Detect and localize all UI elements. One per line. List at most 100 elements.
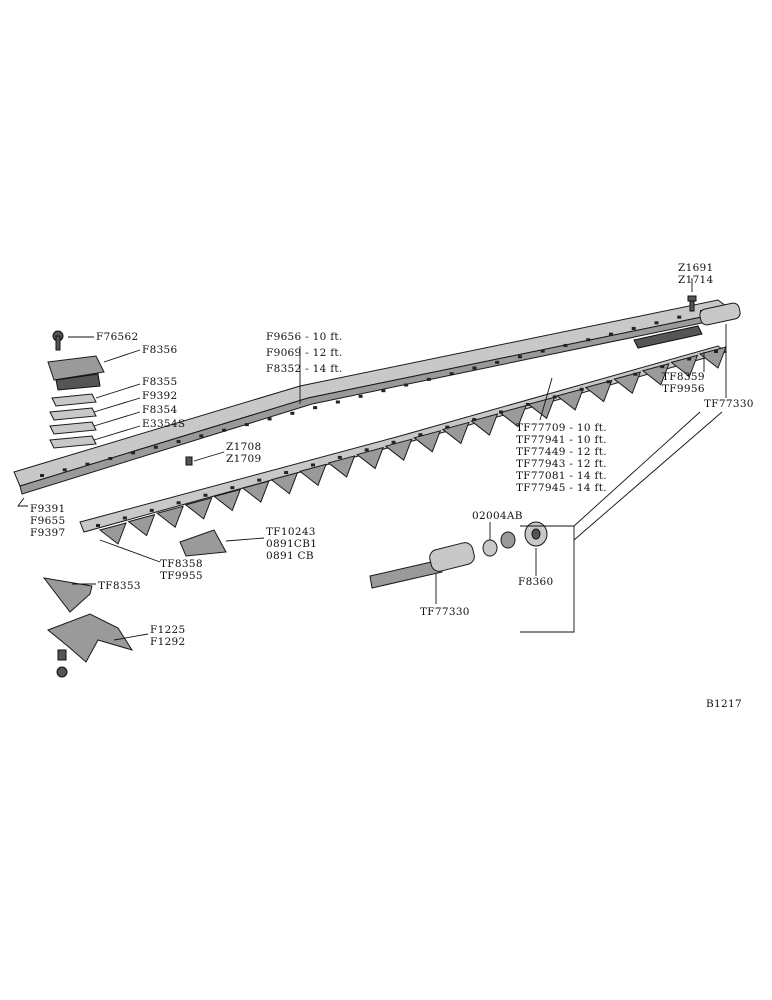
knife-section-tooth — [270, 471, 299, 495]
label-tf8359: TF8359 — [662, 371, 705, 383]
knife-section-tooth — [441, 421, 470, 445]
guard-bar-hole — [108, 457, 113, 461]
knife-bar-hole — [499, 410, 504, 414]
label-tf8358: TF8358 — [160, 558, 203, 570]
knife-section-tooth — [356, 446, 384, 470]
guard-bar-hole — [267, 417, 272, 421]
knife-bar-hole — [606, 380, 611, 384]
label-f8360: F8360 — [518, 576, 554, 588]
knife-section — [179, 529, 227, 557]
knife-bar-hole — [391, 440, 396, 444]
knife-bar-hole — [203, 493, 208, 497]
knife-section-tooth — [98, 522, 127, 545]
guard-bar-hole — [563, 343, 568, 347]
callout-leader-1 — [573, 411, 701, 527]
label-tf9956: TF9956 — [662, 383, 705, 395]
label-tf77941: TF77941 - 10 ft. — [516, 434, 607, 446]
guard-bar-hole — [85, 462, 90, 466]
label-02004ab: 02004AB — [472, 510, 523, 522]
knife-bar-hole — [660, 365, 665, 369]
knife-section-tooth — [384, 438, 413, 461]
label-f9397: F9397 — [30, 527, 66, 539]
label-z1691: Z1691 — [678, 262, 714, 274]
label-tf8359-group: TF8359 TF9956 — [662, 371, 705, 395]
knife-bar-hole — [579, 387, 584, 391]
knife-bar-hole — [552, 395, 557, 399]
label-tf77330-bottom: TF77330 — [420, 606, 470, 618]
guard-bar-hole — [495, 360, 500, 364]
label-tf9955: TF9955 — [160, 570, 203, 582]
knife-bar-hole — [176, 501, 181, 505]
guard-bar-hole — [199, 434, 204, 438]
label-z1708: Z1708 — [226, 441, 262, 453]
guard-bar-hole — [426, 377, 431, 381]
knife-section-tooth — [613, 371, 642, 394]
callout-leader-2 — [573, 411, 723, 541]
label-tf77330-top: TF77330 — [704, 398, 754, 410]
knife-bar-hole — [364, 448, 369, 452]
knife-section-tooth — [498, 404, 527, 428]
knife-section-tooth — [213, 488, 242, 512]
label-f9391-group: F9391 F9655 F9397 — [30, 503, 66, 539]
callout-bracket — [520, 525, 575, 633]
label-tf77943: TF77943 - 12 ft. — [516, 458, 607, 470]
guard-bar-hole — [244, 423, 249, 427]
label-z1691-group: Z1691 Z1714 — [678, 262, 714, 286]
leader-lines — [17, 278, 727, 641]
guard-bar-hole — [449, 372, 454, 376]
label-tf77081: TF77081 - 14 ft. — [516, 470, 607, 482]
label-z1714: Z1714 — [678, 274, 714, 286]
knife-head-assembly — [369, 521, 548, 589]
knife-section-tooth — [184, 497, 213, 520]
guard-bar-hole — [335, 400, 340, 404]
knife-bar-hole — [418, 433, 423, 437]
label-f9656: F9656 - 10 ft. — [266, 331, 343, 343]
label-b1217: B1217 — [706, 698, 742, 710]
knife-bar-hole — [257, 478, 262, 482]
label-knife-group: TF77709 - 10 ft. TF77941 - 10 ft. TF7744… — [516, 422, 607, 494]
label-f76562: F76562 — [96, 331, 139, 343]
label-guard-bar-group: F9656 - 10 ft. F9069 - 12 ft. F8352 - 14… — [266, 331, 343, 375]
guard-bar-hole — [40, 474, 44, 477]
label-tf77709: TF77709 - 10 ft. — [516, 422, 607, 434]
guard-bar-hole — [62, 468, 67, 472]
label-f8354: F8354 — [142, 404, 178, 416]
guard-bar-hole — [677, 315, 682, 319]
label-f9655: F9655 — [30, 515, 66, 527]
guard-bar-hole — [540, 349, 545, 353]
knife-section-tooth — [156, 505, 184, 529]
guard-bar-hole — [631, 326, 636, 330]
label-0891cb: 0891 CB — [266, 550, 314, 562]
knife-bar-hole — [96, 524, 100, 527]
guard-bar-hole — [131, 451, 136, 455]
guard-bar-hole — [313, 406, 318, 410]
knife-section-tooth — [527, 396, 556, 420]
label-z1708-group: Z1708 Z1709 — [226, 441, 262, 465]
knife-section-tooth — [556, 388, 584, 411]
label-z1709: Z1709 — [226, 453, 262, 465]
small-bolt-icon — [185, 456, 193, 466]
guard-bar-hole — [381, 389, 386, 393]
knife-bar — [79, 345, 728, 545]
knife-bar-hole — [472, 418, 477, 422]
knife-bar-hole — [230, 486, 235, 490]
knife-bar-hole — [525, 402, 530, 406]
guard-bar-hole — [176, 440, 181, 444]
knife-section-tooth — [584, 379, 613, 403]
label-f8356: F8356 — [142, 344, 178, 356]
guard-bar-hole — [290, 411, 295, 415]
knife-section-tooth — [241, 480, 270, 503]
guard-bar-hole — [608, 332, 613, 336]
label-f9069: F9069 - 12 ft. — [266, 347, 343, 359]
knife-section-tooth — [698, 346, 727, 369]
bolt-icon — [687, 295, 697, 312]
label-f8352: F8352 - 14 ft. — [266, 363, 343, 375]
knife-bar-hole — [284, 471, 289, 475]
label-shims-group: F8355 F9392 F8354 E3354S — [142, 376, 185, 430]
hold-down-clip — [42, 577, 93, 613]
knife-section-tooth — [298, 463, 327, 487]
label-f1292: F1292 — [150, 636, 186, 648]
knife-bar-hole — [122, 516, 127, 520]
label-0891cb1: 0891CB1 — [266, 538, 318, 550]
